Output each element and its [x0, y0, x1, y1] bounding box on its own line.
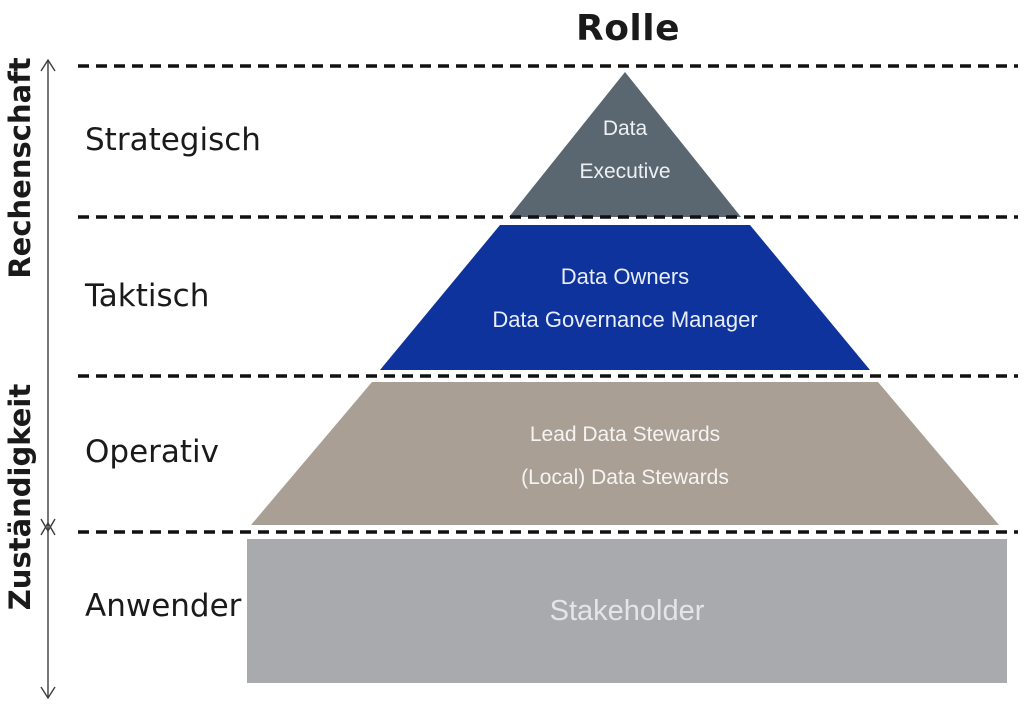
level-label-operativ: Operativ — [85, 434, 220, 470]
tier-text-line: Data Owners — [560, 264, 690, 289]
tier-text-line: Data Governance Manager — [492, 307, 758, 332]
tier-text-line: Executive — [579, 160, 671, 183]
arrow-down-icon — [40, 686, 56, 700]
tier-text-line: Lead Data Stewards — [529, 423, 721, 446]
tier-text-line: (Local) Data Stewards — [521, 466, 729, 489]
arrow-up-icon — [40, 521, 56, 536]
axis-label-zustaendigkeit: Zuständigkeit — [3, 383, 37, 611]
level-label-taktisch: Taktisch — [85, 278, 210, 314]
level-label-strategisch: Strategisch — [85, 122, 261, 158]
page-title: Rolle — [575, 8, 681, 49]
tier-data-owners-shape — [380, 225, 870, 370]
tier-stakeholder-shape — [247, 539, 1007, 683]
tier-data-owners-text: Data Owners Data Governance Manager — [400, 248, 850, 348]
tier-text-line: Data — [602, 117, 648, 140]
tier-data-stewards-text: Lead Data Stewards (Local) Data Stewards — [350, 406, 900, 506]
tier-data-executive-shape — [509, 72, 741, 217]
tier-data-executive-text: Data Executive — [505, 95, 745, 205]
tier-stakeholder-text: Stakeholder — [247, 539, 1007, 683]
tier-text-line: Stakeholder — [549, 594, 705, 627]
level-label-anwender: Anwender — [85, 588, 242, 624]
axis-label-rechenschaft: Rechenschaft — [3, 57, 37, 279]
arrow-up-icon — [40, 58, 56, 72]
tier-data-stewards-shape — [251, 382, 999, 525]
